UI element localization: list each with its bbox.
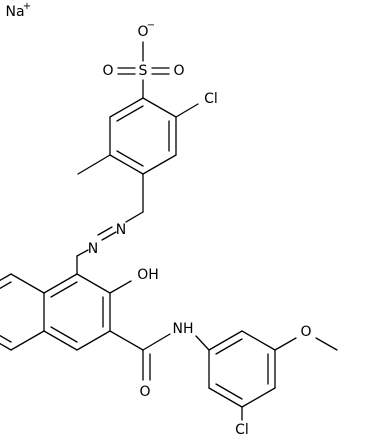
bond bbox=[0, 342, 12, 351]
bond bbox=[50, 326, 78, 343]
bond bbox=[101, 231, 117, 241]
bond bbox=[215, 383, 243, 400]
bond bbox=[116, 105, 144, 122]
bond bbox=[142, 97, 177, 118]
bond bbox=[109, 330, 144, 351]
bond bbox=[208, 387, 243, 408]
azo-n-lower-label: N bbox=[88, 241, 98, 257]
sodium-label: Na bbox=[5, 4, 24, 20]
sodium-charge: + bbox=[23, 1, 31, 12]
bonds bbox=[0, 41, 338, 421]
bond bbox=[315, 337, 338, 351]
bond bbox=[109, 97, 144, 118]
sulfonate-charge: − bbox=[147, 20, 155, 31]
bond bbox=[274, 337, 297, 351]
bond bbox=[43, 330, 78, 351]
methoxy-o-label: O bbox=[300, 324, 311, 340]
bond bbox=[241, 330, 276, 351]
bond bbox=[0, 281, 12, 290]
bond bbox=[77, 154, 111, 175]
chloro-bottom-label: Cl bbox=[235, 422, 249, 438]
sulfonate-o-right-label: O bbox=[173, 63, 184, 79]
sulfonate-s-label: S bbox=[139, 63, 148, 79]
sulfonate-o-left-label: O bbox=[102, 63, 113, 79]
bond bbox=[76, 273, 111, 294]
bond bbox=[195, 335, 210, 351]
amide-o-label: O bbox=[139, 384, 150, 400]
bond bbox=[10, 273, 45, 294]
bond bbox=[116, 150, 144, 167]
bond bbox=[76, 330, 111, 351]
atom-labels: Na + O − S O O Cl N N OH NH O O Cl bbox=[5, 1, 311, 438]
azo-n-upper-label: N bbox=[116, 222, 126, 238]
bond bbox=[97, 226, 113, 236]
sulfonate-o-minus-label: O bbox=[137, 24, 148, 40]
hydroxy-label: OH bbox=[137, 267, 159, 283]
bond bbox=[125, 211, 144, 223]
bond bbox=[109, 280, 132, 294]
bond bbox=[215, 338, 243, 355]
bond bbox=[76, 249, 89, 257]
bond bbox=[241, 387, 276, 408]
chloro-top-label: Cl bbox=[204, 91, 218, 107]
bond bbox=[0, 334, 12, 343]
bond bbox=[0, 273, 12, 282]
bond bbox=[142, 154, 177, 175]
bond bbox=[50, 281, 78, 298]
bond bbox=[10, 330, 45, 351]
amide-nh-label: NH bbox=[173, 321, 194, 337]
bond bbox=[109, 154, 144, 175]
bond bbox=[208, 330, 243, 351]
bond bbox=[142, 333, 171, 351]
bond bbox=[175, 103, 199, 118]
bond bbox=[43, 273, 78, 294]
